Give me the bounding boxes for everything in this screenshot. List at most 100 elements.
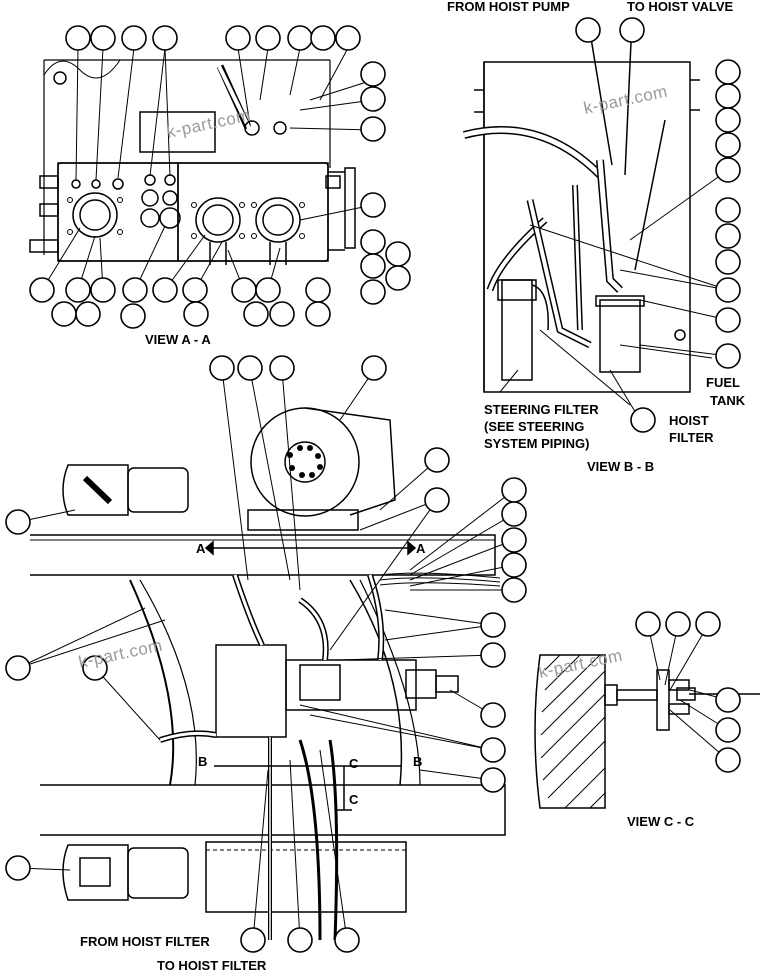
callout-circle xyxy=(231,277,257,303)
tank-label: TANK xyxy=(710,393,746,408)
fuel-label: FUEL xyxy=(706,375,740,390)
callout-circle xyxy=(225,25,251,51)
watermark-text: k-part.com xyxy=(165,106,252,142)
callout-circle xyxy=(360,61,386,87)
callout-circle xyxy=(715,277,741,303)
section-mark-a-left: A xyxy=(196,541,206,556)
callout-circle xyxy=(237,355,263,381)
view-c-title: VIEW C - C xyxy=(627,814,695,829)
callout-circle xyxy=(287,927,313,953)
callout-circle xyxy=(715,747,741,773)
callout-circle xyxy=(82,655,108,681)
view-a-title: VIEW A - A xyxy=(145,332,211,347)
callout-circle xyxy=(243,301,269,327)
to-hoist-valve-label: TO HOIST VALVE xyxy=(627,0,734,14)
callout-circle xyxy=(501,477,527,503)
callout-circle xyxy=(424,487,450,513)
callout-circle xyxy=(501,501,527,527)
callout-circle xyxy=(120,303,146,329)
section-lines xyxy=(204,540,417,811)
callout-circle xyxy=(122,277,148,303)
callout-circle xyxy=(715,343,741,369)
callout-circle xyxy=(152,25,178,51)
callout-circle xyxy=(501,527,527,553)
callout-circle xyxy=(182,277,208,303)
main-assembly-drawing xyxy=(30,407,506,941)
from-hoist-filter-label: FROM HOIST FILTER xyxy=(80,934,210,949)
callout-circle xyxy=(715,157,741,183)
steering-filter-label: STEERING FILTER xyxy=(484,402,599,417)
callout-circle xyxy=(75,301,101,327)
callout-circle xyxy=(715,223,741,249)
callout-circle xyxy=(360,253,386,279)
callout-circle xyxy=(424,447,450,473)
callout-circle xyxy=(715,197,741,223)
callout-circle xyxy=(480,737,506,763)
callout-circle xyxy=(501,577,527,603)
see-steering-label: (SEE STEERING xyxy=(484,419,584,434)
callout-circle xyxy=(480,702,506,728)
callout-circle xyxy=(269,301,295,327)
callout-circle xyxy=(361,355,387,381)
callout-circle xyxy=(255,25,281,51)
callout-circle xyxy=(480,612,506,638)
callout-circle xyxy=(5,855,31,881)
callout-circle xyxy=(152,277,178,303)
callout-circle xyxy=(385,265,411,291)
callout-circle xyxy=(480,642,506,668)
callout-circle xyxy=(360,279,386,305)
callout-circle xyxy=(334,927,360,953)
filter-label: FILTER xyxy=(669,430,714,445)
callout-circle xyxy=(255,277,281,303)
callout-circle xyxy=(209,355,235,381)
view-b-b-drawing xyxy=(462,19,700,393)
callout-circles xyxy=(5,17,741,953)
hoist-label: HOIST xyxy=(669,413,709,428)
section-mark-a-right: A xyxy=(416,541,426,556)
section-mark-c-bottom: C xyxy=(349,792,359,807)
callout-circle xyxy=(240,927,266,953)
callout-circle xyxy=(335,25,361,51)
callout-circle xyxy=(310,25,336,51)
view-a-a-drawing xyxy=(29,59,356,265)
callout-circle xyxy=(305,301,331,327)
callout-circle xyxy=(360,229,386,255)
callout-circle xyxy=(715,83,741,109)
callout-circle xyxy=(665,611,691,637)
callout-circle xyxy=(715,59,741,85)
callout-circle xyxy=(715,107,741,133)
callout-circle xyxy=(5,509,31,535)
view-b-title: VIEW B - B xyxy=(587,459,654,474)
section-mark-b-right: B xyxy=(413,754,422,769)
callout-circle xyxy=(575,17,601,43)
callout-circle xyxy=(715,307,741,333)
view-c-c-drawing xyxy=(534,654,760,809)
callout-circle xyxy=(360,192,386,218)
callout-circle xyxy=(183,301,209,327)
watermark-text: k-part.com xyxy=(537,646,624,682)
callout-circle xyxy=(269,355,295,381)
callout-circle xyxy=(715,249,741,275)
callout-circle xyxy=(501,552,527,578)
from-hoist-pump-label: FROM HOIST PUMP xyxy=(447,0,570,14)
callout-circle xyxy=(65,25,91,51)
callout-circle xyxy=(480,767,506,793)
callout-circle xyxy=(5,655,31,681)
section-mark-b-left: B xyxy=(198,754,207,769)
callout-circle xyxy=(715,132,741,158)
callout-circle xyxy=(51,301,77,327)
callout-circle xyxy=(715,687,741,713)
callout-circle xyxy=(635,611,661,637)
watermark-text: k-part.com xyxy=(582,82,669,118)
to-hoist-filter-label: TO HOIST FILTER xyxy=(157,958,267,973)
watermark-text: k-part.com xyxy=(77,636,164,672)
callout-circle xyxy=(695,611,721,637)
callout-circle xyxy=(29,277,55,303)
callout-circle xyxy=(90,277,116,303)
section-mark-c-top: C xyxy=(349,756,359,771)
callout-circle xyxy=(305,277,331,303)
callout-circle xyxy=(715,717,741,743)
callout-circle xyxy=(121,25,147,51)
